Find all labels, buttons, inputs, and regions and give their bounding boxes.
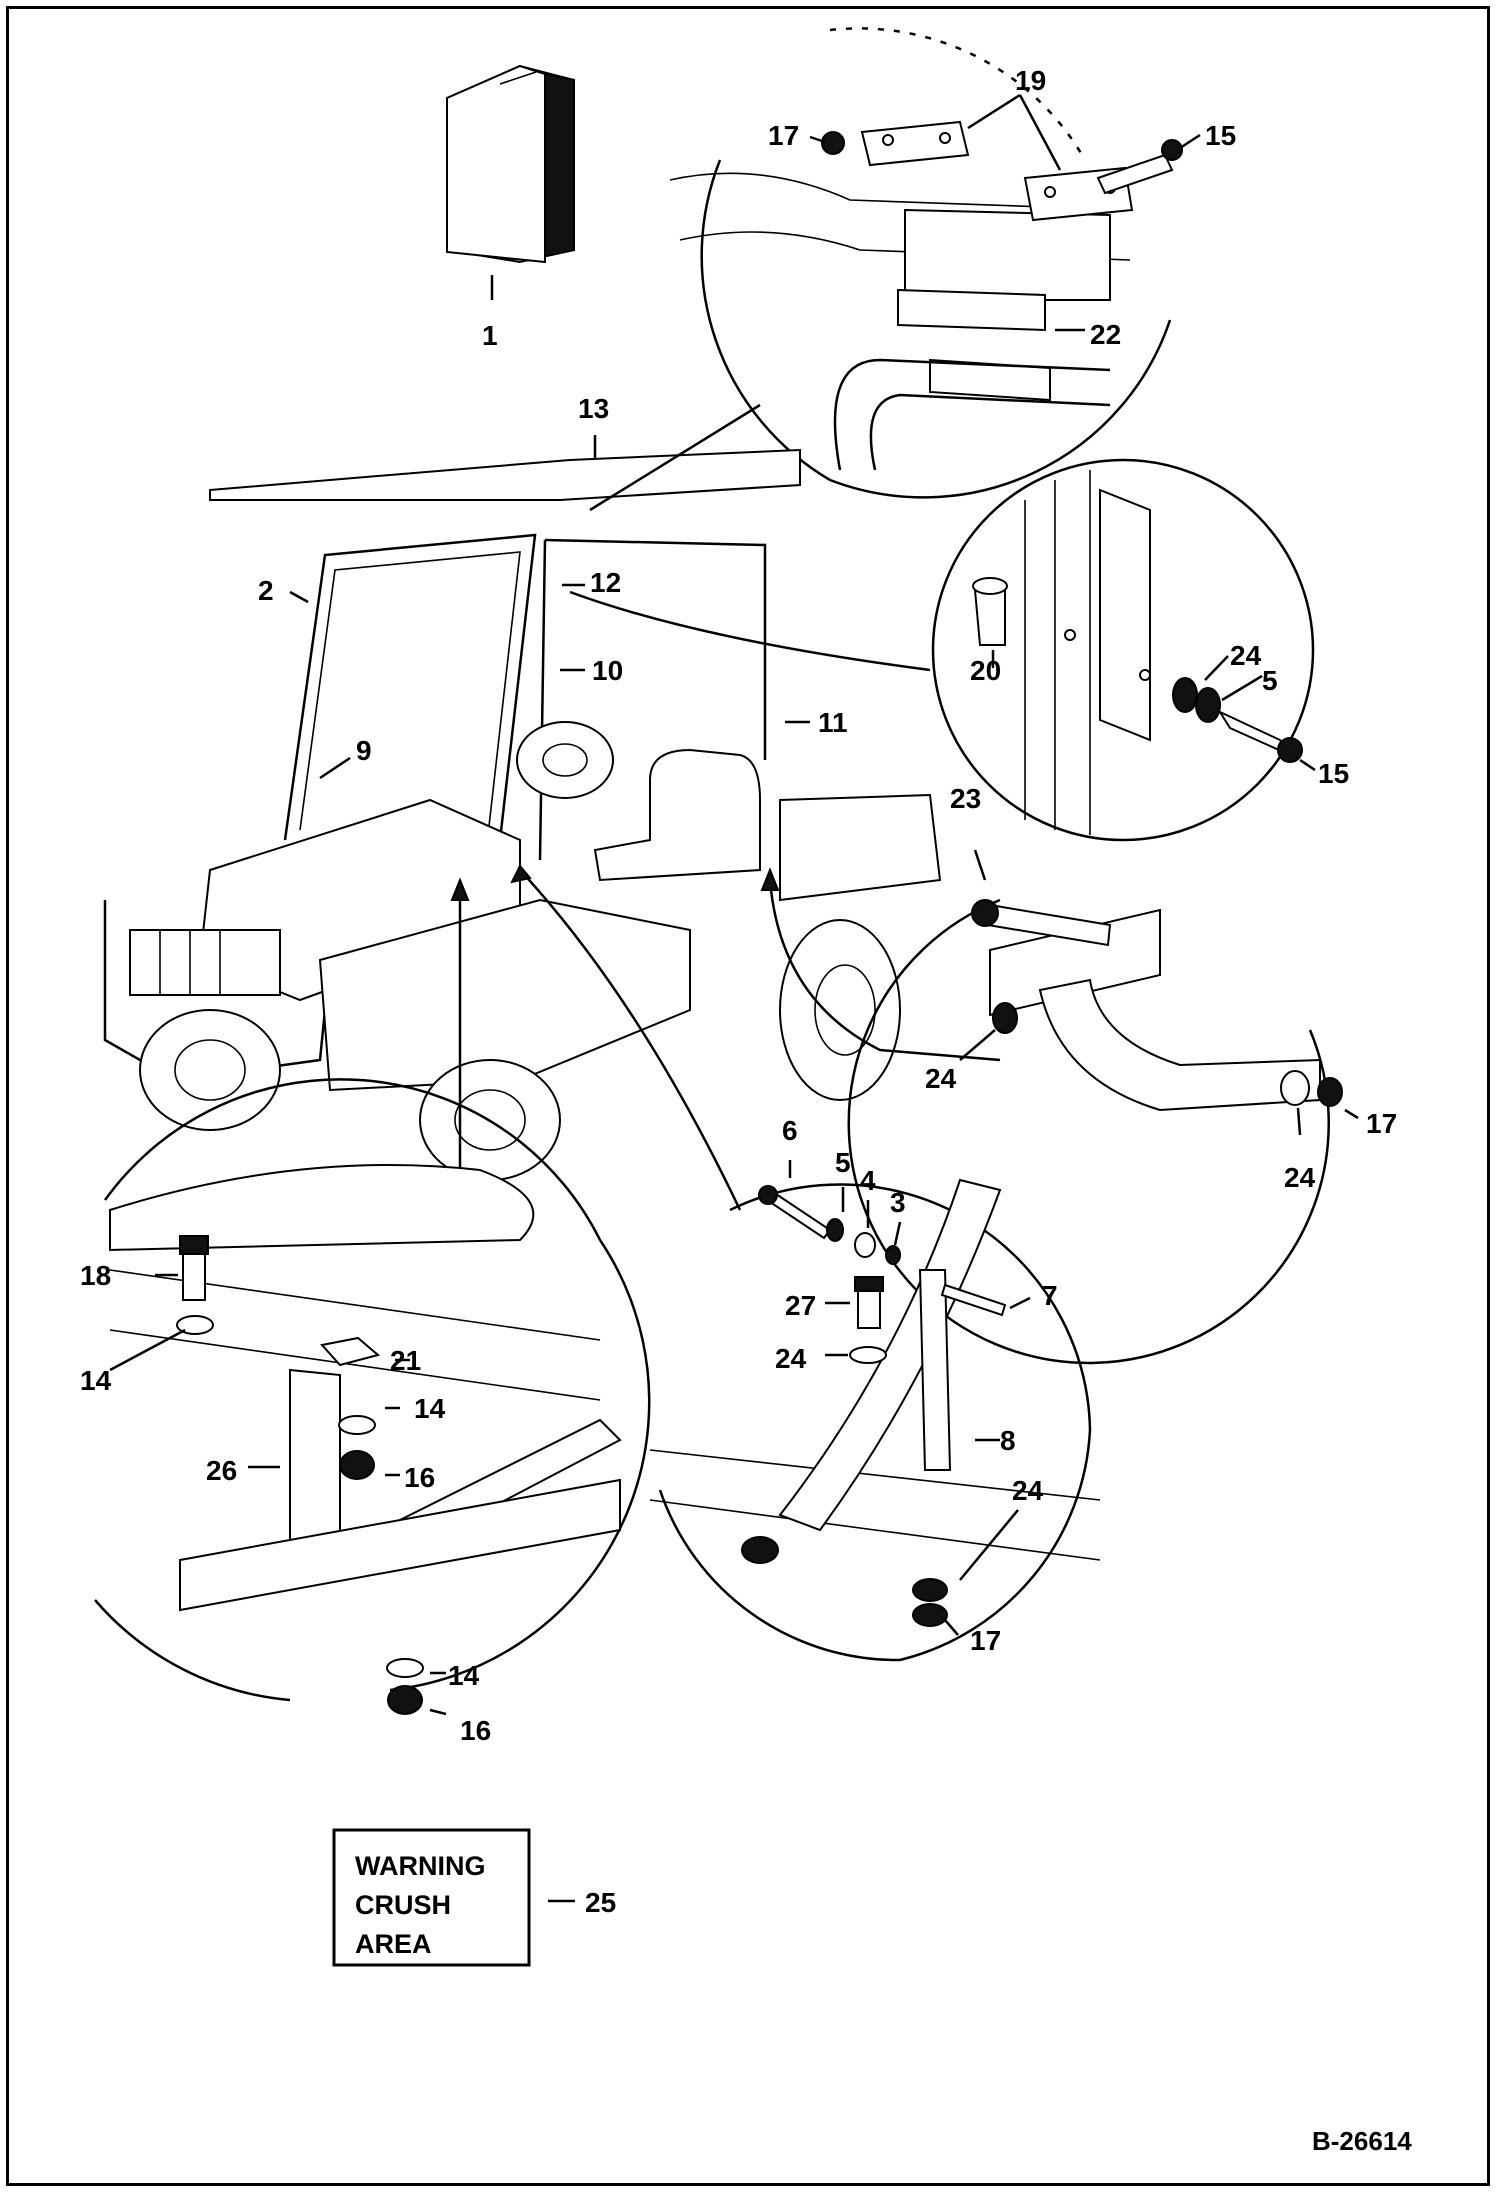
- callout-14-low: 14: [448, 1660, 480, 1691]
- callout-16-mid: 16: [404, 1462, 435, 1493]
- callout-15-post: 15: [1318, 758, 1349, 789]
- callout-24-side-upper: 24: [775, 1343, 807, 1374]
- callout-14-left: 14: [80, 1365, 112, 1396]
- callout-7: 7: [1042, 1280, 1058, 1311]
- callout-10: 10: [592, 655, 623, 686]
- warning-line-3: AREA: [355, 1929, 432, 1959]
- callout-13: 13: [578, 393, 609, 424]
- front-mount-detail-circle: [94, 1078, 651, 1716]
- callout-8: 8: [1000, 1425, 1016, 1456]
- callout-17-side: 17: [970, 1625, 1001, 1656]
- callout-17-rear: 17: [1366, 1108, 1397, 1139]
- side-mount-detail-circle: [649, 1160, 1101, 1662]
- callout-27: 27: [785, 1290, 816, 1321]
- manual-box-part: [446, 64, 575, 300]
- callout-22: 22: [1090, 319, 1121, 350]
- callout-16-low: 16: [460, 1715, 491, 1746]
- callout-labels: 1 2 3 4 5 5 6 7 8 9 10 11 12 13 14 14 14…: [80, 65, 1397, 1918]
- page-border: [6, 6, 1490, 2186]
- callout-9: 9: [356, 735, 372, 766]
- callout-24-rear-left: 24: [925, 1063, 957, 1094]
- callout-15-top: 15: [1205, 120, 1236, 151]
- roof-panel: [209, 403, 801, 512]
- callout-20: 20: [970, 655, 1001, 686]
- callout-2: 2: [258, 575, 274, 606]
- callout-11: 11: [818, 707, 848, 738]
- callout-12: 12: [590, 567, 621, 598]
- document-id: B-26614: [1312, 2126, 1412, 2156]
- callout-5-post: 5: [1262, 665, 1278, 696]
- callout-24-side-lower: 24: [1012, 1475, 1044, 1506]
- warning-line-2: CRUSH: [355, 1890, 451, 1920]
- callout-19: 19: [1015, 65, 1046, 96]
- callout-14-mid: 14: [414, 1393, 446, 1424]
- callout-17-top: 17: [768, 120, 799, 151]
- warning-line-1: WARNING: [355, 1851, 486, 1881]
- callout-25: 25: [585, 1887, 616, 1918]
- callout-5-side: 5: [835, 1147, 851, 1178]
- callout-18: 18: [80, 1260, 111, 1291]
- callout-26: 26: [206, 1455, 237, 1486]
- callout-4: 4: [860, 1165, 876, 1196]
- warning-decal: WARNING CRUSH AREA: [332, 1828, 575, 1967]
- callout-21: 21: [390, 1345, 421, 1376]
- callout-1: 1: [482, 320, 498, 351]
- callout-23: 23: [950, 783, 981, 814]
- rear-mount-detail-circle: [847, 849, 1359, 1365]
- callout-6: 6: [782, 1115, 798, 1146]
- roof-mount-detail-circle: [669, 27, 1201, 499]
- utility-vehicle: [103, 533, 1001, 1230]
- callout-24-rear-right: 24: [1284, 1162, 1316, 1193]
- post-bolt-detail-circle: [931, 458, 1316, 842]
- callout-3: 3: [890, 1187, 906, 1218]
- callout-24-post: 24: [1230, 640, 1262, 671]
